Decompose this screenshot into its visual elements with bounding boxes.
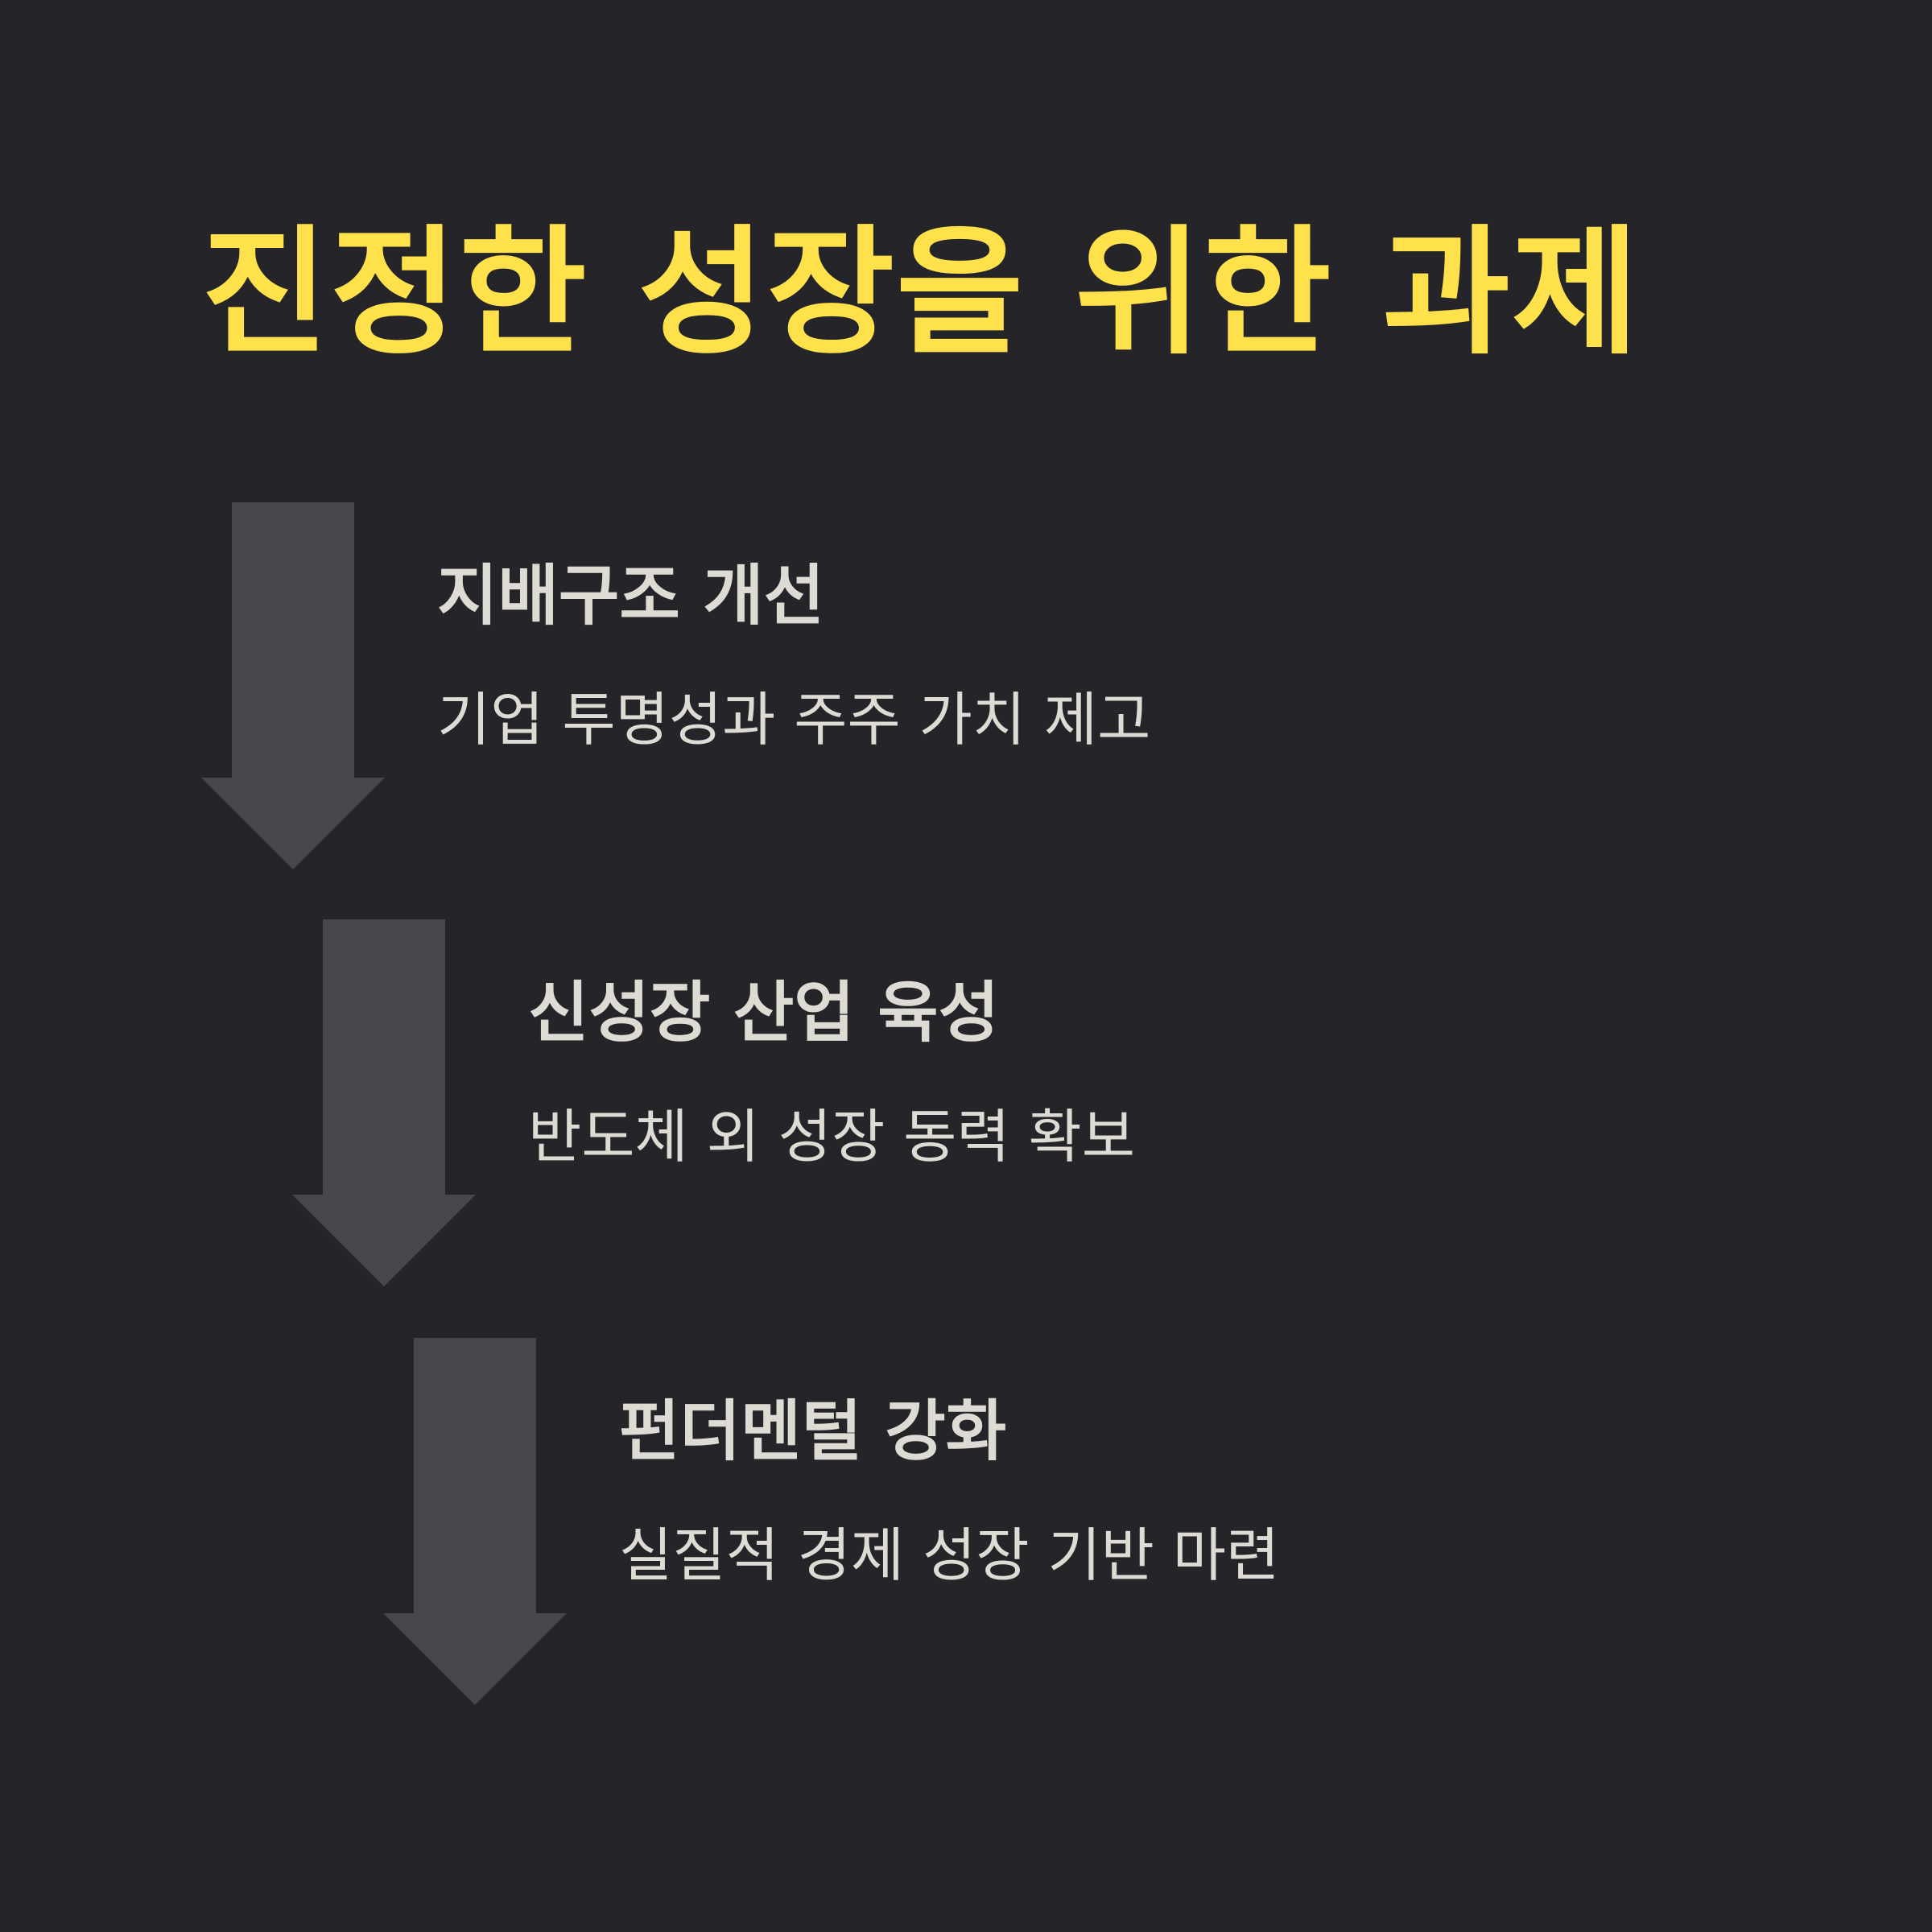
step-title: 신성장 산업 육성	[528, 975, 1000, 1051]
step-title: 지배구조 개선	[437, 558, 825, 634]
down-arrow-icon	[201, 502, 385, 869]
step-new-industry: 신성장 산업 육성 반도체 외 성장 동력 확보	[292, 919, 1580, 1290]
step-governance: 지배구조 개선 기업 투명성과 주주 가치 제고	[201, 502, 1489, 873]
down-arrow-icon	[383, 1338, 567, 1705]
down-arrow-icon	[292, 919, 476, 1286]
step-description: 기업 투명성과 주주 가치 제고	[437, 686, 1151, 753]
step-title: 펀더멘털 강화	[619, 1393, 1007, 1470]
step-fundamentals: 펀더멘털 강화 실질적 경제 성장 기반 마련	[383, 1338, 1671, 1708]
page-title: 진정한 성장을 위한 과제	[201, 212, 1641, 374]
step-description: 반도체 외 성장 동력 확보	[528, 1103, 1135, 1170]
step-description: 실질적 경제 성장 기반 마련	[619, 1521, 1280, 1589]
